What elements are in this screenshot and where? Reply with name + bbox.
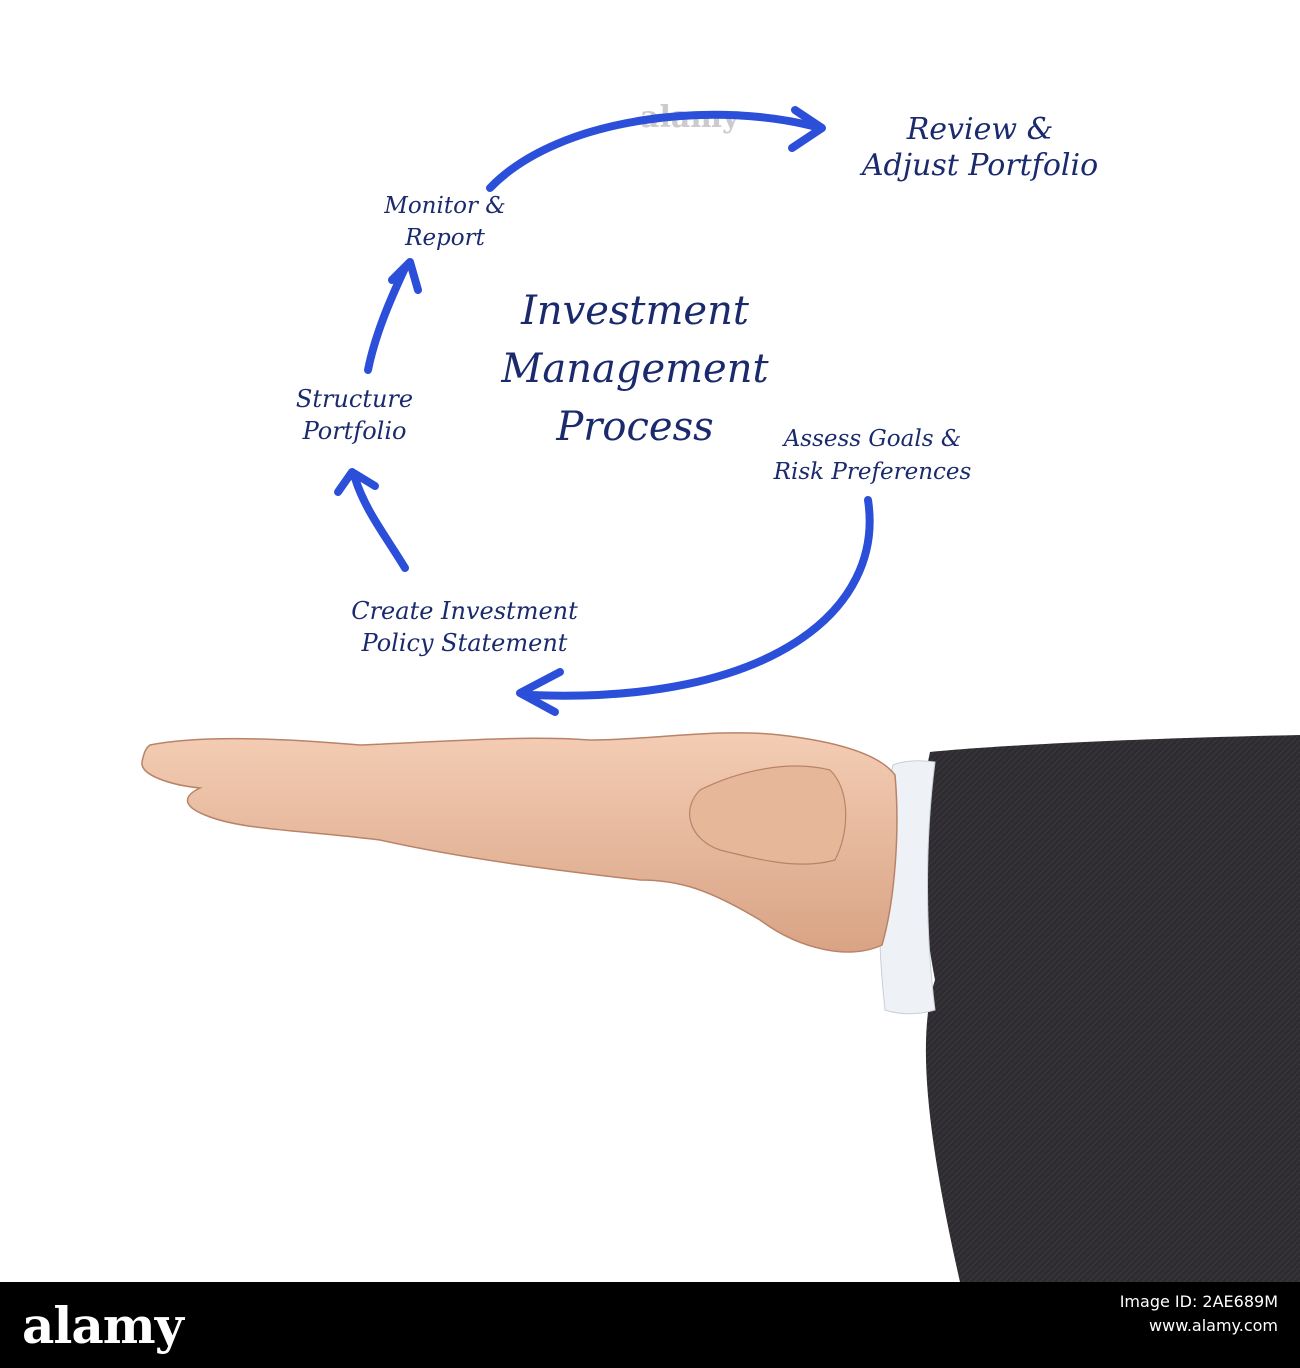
- arrow-structure-to-monitor: [364, 264, 409, 374]
- arrow-assess-to-create: [526, 496, 874, 700]
- arrowhead-create: [516, 668, 564, 716]
- site-url: www.alamy.com: [1149, 1316, 1278, 1335]
- arrow-monitor-to-review: [486, 110, 824, 192]
- footer-bar: alamy Image ID: 2AE689M www.alamy.com: [0, 1282, 1300, 1368]
- step-structure-portfolio: Structure Portfolio: [295, 385, 414, 446]
- hand: [141, 732, 898, 953]
- step-create-policy: Create Investment Policy Statement: [351, 597, 578, 658]
- sleeve: [920, 735, 1300, 1282]
- step-assess-goals: Assess Goals & Risk Preferences: [773, 426, 972, 486]
- diagram-title: Investment Management Process: [501, 288, 769, 450]
- arrow-create-to-structure: [351, 474, 409, 572]
- image-id-label: Image ID: 2AE689M: [1119, 1292, 1278, 1311]
- step-review-adjust: Review & Adjust Portfolio: [861, 112, 1099, 183]
- alamy-logo: alamy: [22, 1296, 184, 1355]
- arrowhead-monitor: [388, 258, 422, 294]
- arrowhead-structure: [334, 468, 379, 496]
- arrowhead-review: [788, 106, 826, 152]
- image-id: Image ID: 2AE689M www.alamy.com: [1120, 1290, 1278, 1338]
- step-monitor-report: Monitor & Report: [384, 193, 506, 252]
